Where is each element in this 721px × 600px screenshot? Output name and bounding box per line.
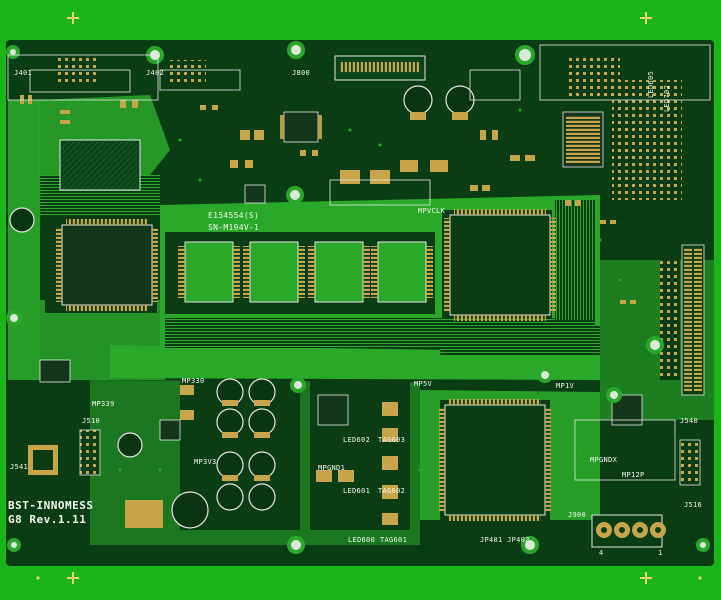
inductors [180, 385, 398, 525]
label-tag603: TAG603 [378, 436, 406, 444]
misc-outlines [7, 44, 711, 481]
label-jp401: JP401 JP402 [480, 536, 530, 544]
label-mp1v: MP1V [556, 382, 575, 390]
label-tag601: TAG601 [380, 536, 408, 544]
connector-j516-right [679, 439, 701, 486]
capacitor-pads [222, 112, 468, 481]
rail-dots [36, 576, 702, 580]
chip-qfp-lower [439, 399, 551, 521]
mounting-holes [6, 41, 710, 554]
label-mpgnd1: MPGND1 [318, 464, 346, 472]
label-led602: LED602 [343, 436, 371, 444]
label-mp339: MP339 [92, 400, 115, 408]
chip-qfp-left [56, 219, 158, 311]
right-connector [660, 244, 705, 396]
connector-j900 [591, 514, 666, 548]
fiducial-crosses [67, 12, 652, 584]
label-j541: J541 [10, 463, 29, 471]
board-name-line-1: BST-INNOMESS [8, 499, 94, 512]
label-j540: J540 [680, 417, 699, 425]
capacitors [9, 85, 475, 529]
label-led605: LED605 [647, 70, 655, 98]
label-led600: LED600 [348, 536, 376, 544]
label-tag602: TAG602 [378, 487, 406, 495]
connector-j510-left [28, 429, 101, 476]
smd-pads [20, 95, 636, 304]
label-j401: J401 [14, 69, 33, 77]
label-pin1: 1 [658, 549, 663, 557]
gold-pad-large [125, 500, 163, 528]
chip-marking-line-2: SN-M194V-1 [208, 223, 260, 232]
label-mpgndx: MPGNDX [590, 456, 618, 464]
label-j900: J900 [568, 511, 587, 519]
label-mp3v3: MP3V3 [194, 458, 217, 466]
label-mp12p: MP12P [622, 471, 645, 479]
label-led601: LED601 [343, 487, 371, 495]
chip-bga-upper-left [59, 139, 141, 191]
memory-chips [178, 241, 433, 303]
label-mpvclk: MPVCLK [418, 207, 446, 215]
small-chip-pins [280, 115, 600, 164]
label-j402: J402 [146, 69, 165, 77]
label-led702: LED702 [663, 84, 671, 112]
label-j516: J516 [684, 501, 703, 509]
label-j800: J800 [292, 69, 311, 77]
vias [98, 108, 622, 472]
label-mp330: MP330 [182, 377, 205, 385]
label-j510: J510 [82, 417, 101, 425]
chip-marking-line-1: E154554(S) [208, 211, 260, 220]
label-mp5v: MP5V [414, 380, 433, 388]
board-name-line-2: G8 Rev.1.11 [8, 513, 87, 526]
chip-qfp-right [444, 209, 556, 321]
label-pin4: 4 [599, 549, 604, 557]
